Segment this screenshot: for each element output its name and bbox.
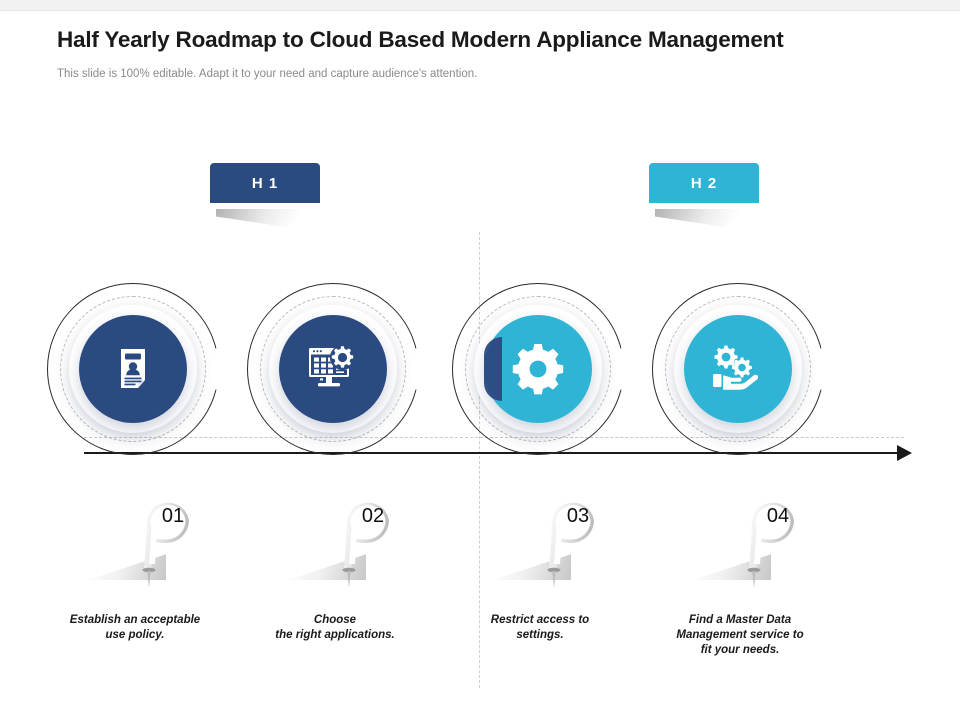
milestone-node-3[interactable]: [452, 283, 624, 455]
period-badge-h2[interactable]: H 2: [646, 160, 767, 227]
milestone-pin-4-number: 04: [766, 504, 790, 527]
node-dashed-ring: [260, 296, 406, 442]
top-band: [0, 0, 960, 11]
milestone-node-2[interactable]: [247, 283, 419, 455]
milestone-pin-1-number: 01: [161, 504, 185, 527]
hand-holding-gears-icon: [684, 315, 792, 423]
period-badge-h2-label: H 2: [690, 174, 718, 192]
page-subtitle: This slide is 100% editable. Adapt it to…: [57, 68, 478, 80]
node-accent-sliver: [484, 337, 502, 401]
period-badge-h1-label: H 1: [251, 174, 279, 192]
milestone-pin-4[interactable]: 04: [693, 484, 811, 594]
milestone-pin-3-number: 03: [566, 504, 590, 527]
timeline-arrow-head-icon: [897, 445, 912, 461]
badge-shadow: [216, 209, 328, 227]
timeline-axis: [84, 452, 904, 454]
node-dashed-ring: [665, 296, 811, 442]
milestone-node-4[interactable]: [652, 283, 824, 455]
milestone-node-1[interactable]: [47, 283, 219, 455]
milestone-pin-1[interactable]: 01: [88, 484, 206, 594]
milestone-pin-2-number: 02: [361, 504, 385, 527]
monitor-apps-gear-icon: [279, 315, 387, 423]
half-year-divider: [479, 232, 480, 688]
node-dashed-ring: [60, 296, 206, 442]
page-title: Half Yearly Roadmap to Cloud Based Moder…: [57, 27, 784, 52]
milestone-pin-2[interactable]: 02: [288, 484, 406, 594]
badge-shadow: [655, 209, 767, 227]
milestone-pin-3[interactable]: 03: [493, 484, 611, 594]
id-document-person-icon: [79, 315, 187, 423]
node-dashed-ring: [465, 296, 611, 442]
gear-icon: [484, 315, 592, 423]
period-badge-h1[interactable]: H 1: [207, 160, 328, 227]
